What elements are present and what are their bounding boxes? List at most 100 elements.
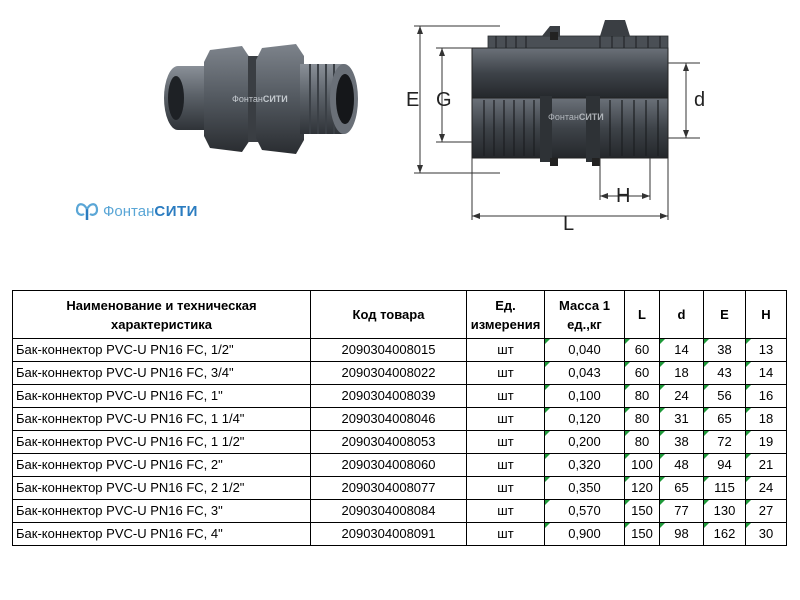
cell-d: 14 bbox=[659, 338, 704, 362]
logo-text-light: Фонтан bbox=[103, 202, 155, 220]
cell-unit: шт bbox=[466, 407, 545, 431]
header-d: d bbox=[659, 290, 704, 339]
cell-d: 31 bbox=[659, 407, 704, 431]
cell-unit: шт bbox=[466, 453, 545, 477]
cell-name: Бак-коннектор PVC-U PN16 FC, 1 1/4" bbox=[12, 407, 311, 431]
brand-logo: ФонтанСИТИ bbox=[75, 200, 198, 222]
cell-h: 19 bbox=[745, 430, 787, 454]
header-unit: Ед. измерения bbox=[466, 290, 545, 339]
cell-name: Бак-коннектор PVC-U PN16 FC, 3" bbox=[12, 499, 311, 523]
cell-l: 80 bbox=[624, 430, 660, 454]
dim-label-d: d bbox=[694, 89, 705, 111]
logo-text: ФонтанСИТИ bbox=[103, 203, 198, 220]
cell-unit: шт bbox=[466, 338, 545, 362]
cell-l: 120 bbox=[624, 476, 660, 500]
header-mass: Масса 1 ед.,кг bbox=[544, 290, 625, 339]
cell-d: 98 bbox=[659, 522, 704, 546]
photo-watermark-light: Фонтан bbox=[232, 94, 263, 104]
cell-e: 94 bbox=[703, 453, 746, 477]
cell-name: Бак-коннектор PVC-U PN16 FC, 2 1/2" bbox=[12, 476, 311, 500]
cell-code: 2090304008053 bbox=[310, 430, 467, 454]
dim-label-g: G bbox=[436, 89, 452, 111]
cell-d: 77 bbox=[659, 499, 704, 523]
cell-code: 2090304008015 bbox=[310, 338, 467, 362]
cell-mass: 0,043 bbox=[544, 361, 625, 385]
cell-l: 100 bbox=[624, 453, 660, 477]
cell-name: Бак-коннектор PVC-U PN16 FC, 4" bbox=[12, 522, 311, 546]
cell-mass: 0,040 bbox=[544, 338, 625, 362]
cell-e: 72 bbox=[703, 430, 746, 454]
cell-name: Бак-коннектор PVC-U PN16 FC, 3/4" bbox=[12, 361, 311, 385]
cell-unit: шт bbox=[466, 499, 545, 523]
cell-code: 2090304008046 bbox=[310, 407, 467, 431]
cell-h: 16 bbox=[745, 384, 787, 408]
table-row: Бак-коннектор PVC-U PN16 FC, 1/2" 209030… bbox=[12, 338, 787, 362]
cell-d: 24 bbox=[659, 384, 704, 408]
drawing-watermark-bold: СИТИ bbox=[579, 112, 604, 122]
cell-h: 30 bbox=[745, 522, 787, 546]
cell-mass: 0,200 bbox=[544, 430, 625, 454]
cell-name: Бак-коннектор PVC-U PN16 FC, 1" bbox=[12, 384, 311, 408]
table-row: Бак-коннектор PVC-U PN16 FC, 3/4" 209030… bbox=[12, 361, 787, 385]
dim-label-e: E bbox=[406, 89, 419, 111]
cell-h: 27 bbox=[745, 499, 787, 523]
cell-l: 150 bbox=[624, 499, 660, 523]
header-e: E bbox=[703, 290, 746, 339]
cell-code: 2090304008060 bbox=[310, 453, 467, 477]
drawing-watermark-light: Фонтан bbox=[548, 112, 579, 122]
dim-label-h: H bbox=[616, 185, 630, 207]
cell-unit: шт bbox=[466, 361, 545, 385]
spec-table: Наименование и техническая характеристик… bbox=[12, 290, 787, 546]
cell-l: 60 bbox=[624, 361, 660, 385]
cell-unit: шт bbox=[466, 522, 545, 546]
cell-e: 130 bbox=[703, 499, 746, 523]
cell-mass: 0,900 bbox=[544, 522, 625, 546]
table-row: Бак-коннектор PVC-U PN16 FC, 1 1/2" 2090… bbox=[12, 430, 787, 454]
cell-code: 2090304008084 bbox=[310, 499, 467, 523]
product-photo: ФонтанСИТИ bbox=[164, 44, 358, 154]
cell-e: 65 bbox=[703, 407, 746, 431]
table-header-row: Наименование и техническая характеристик… bbox=[12, 290, 787, 339]
cell-d: 65 bbox=[659, 476, 704, 500]
cell-mass: 0,350 bbox=[544, 476, 625, 500]
cell-name: Бак-коннектор PVC-U PN16 FC, 2" bbox=[12, 453, 311, 477]
cell-h: 13 bbox=[745, 338, 787, 362]
cell-l: 80 bbox=[624, 407, 660, 431]
cell-code: 2090304008077 bbox=[310, 476, 467, 500]
cell-e: 162 bbox=[703, 522, 746, 546]
cell-d: 48 bbox=[659, 453, 704, 477]
table-row: Бак-коннектор PVC-U PN16 FC, 2" 20903040… bbox=[12, 453, 787, 477]
svg-text:ФонтанСИТИ: ФонтанСИТИ bbox=[548, 112, 604, 122]
table-row: Бак-коннектор PVC-U PN16 FC, 3" 20903040… bbox=[12, 499, 787, 523]
cell-e: 56 bbox=[703, 384, 746, 408]
table-row: Бак-коннектор PVC-U PN16 FC, 1 1/4" 2090… bbox=[12, 407, 787, 431]
svg-text:ФонтанСИТИ: ФонтанСИТИ bbox=[232, 94, 288, 104]
fountain-logo-icon bbox=[75, 203, 99, 220]
cell-h: 18 bbox=[745, 407, 787, 431]
cell-h: 14 bbox=[745, 361, 787, 385]
cell-d: 38 bbox=[659, 430, 704, 454]
cell-code: 2090304008091 bbox=[310, 522, 467, 546]
header-h: H bbox=[745, 290, 787, 339]
cell-l: 150 bbox=[624, 522, 660, 546]
cell-unit: шт bbox=[466, 430, 545, 454]
cell-code: 2090304008039 bbox=[310, 384, 467, 408]
table-row: Бак-коннектор PVC-U PN16 FC, 4" 20903040… bbox=[12, 522, 787, 546]
photo-watermark-bold: СИТИ bbox=[263, 94, 288, 104]
cell-mass: 0,320 bbox=[544, 453, 625, 477]
logo-text-bold: СИТИ bbox=[154, 202, 198, 220]
header-code: Код товара bbox=[310, 290, 467, 339]
cell-mass: 0,120 bbox=[544, 407, 625, 431]
cell-e: 115 bbox=[703, 476, 746, 500]
dim-label-l: L bbox=[563, 213, 574, 233]
cell-e: 38 bbox=[703, 338, 746, 362]
cell-code: 2090304008022 bbox=[310, 361, 467, 385]
cell-h: 24 bbox=[745, 476, 787, 500]
cell-name: Бак-коннектор PVC-U PN16 FC, 1 1/2" bbox=[12, 430, 311, 454]
cell-unit: шт bbox=[466, 384, 545, 408]
table-row: Бак-коннектор PVC-U PN16 FC, 1" 20903040… bbox=[12, 384, 787, 408]
cell-name: Бак-коннектор PVC-U PN16 FC, 1/2" bbox=[12, 338, 311, 362]
cell-mass: 0,570 bbox=[544, 499, 625, 523]
header-name: Наименование и техническая характеристик… bbox=[12, 290, 311, 339]
technical-drawing: E G d H L ФонтанСИТИ bbox=[406, 20, 705, 233]
